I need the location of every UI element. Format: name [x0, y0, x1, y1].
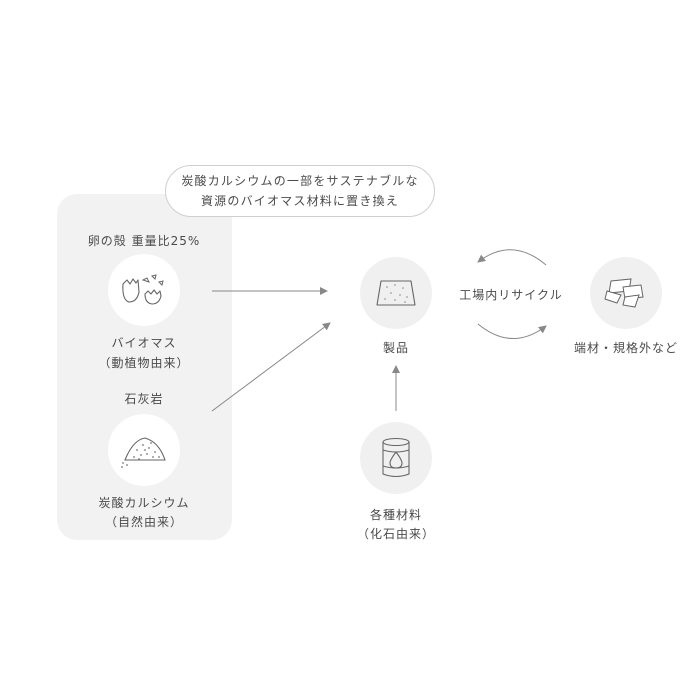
materials-label: 各種材料 — [369, 508, 423, 522]
product-label: 製品 — [382, 341, 410, 355]
eggshell-circle — [108, 254, 180, 326]
limestone-label: 炭酸カルシウム — [98, 496, 190, 510]
recycle-label: 工場内リサイクル — [459, 288, 563, 302]
arrow-recycle-top — [477, 249, 547, 266]
arrow-limestone-to-product — [211, 322, 331, 412]
materials-sublabel: （化石由来） — [356, 527, 436, 541]
oil-barrel-icon — [382, 437, 410, 478]
product-tile-icon — [376, 280, 416, 306]
callout-line-2: 資源のバイオマス材料に置き換え — [200, 194, 399, 208]
limestone-sublabel: （自然由来） — [104, 515, 184, 529]
scraps-label: 端材・規格外など — [573, 341, 679, 355]
arrow-recycle-bottom — [477, 323, 547, 339]
limestone-circle — [108, 414, 180, 486]
eggshell-header: 卵の殻 重量比25% — [87, 234, 201, 248]
product-circle — [360, 257, 432, 329]
materials-circle — [360, 422, 432, 494]
limestone-header: 石灰岩 — [124, 392, 164, 406]
eggshell-sublabel: （動植物由来） — [98, 356, 190, 370]
eggshell-label: バイオマス — [111, 336, 177, 350]
scraps-circle — [590, 257, 662, 329]
powder-pile-icon — [121, 437, 166, 468]
scrap-pieces-icon — [604, 278, 644, 308]
callout-line-1: 炭酸カルシウムの一部をサステナブルな — [181, 174, 419, 188]
callout-bubble: 炭酸カルシウムの一部をサステナブルな 資源のバイオマス材料に置き換え — [165, 165, 435, 217]
eggshell-icon — [122, 274, 164, 305]
